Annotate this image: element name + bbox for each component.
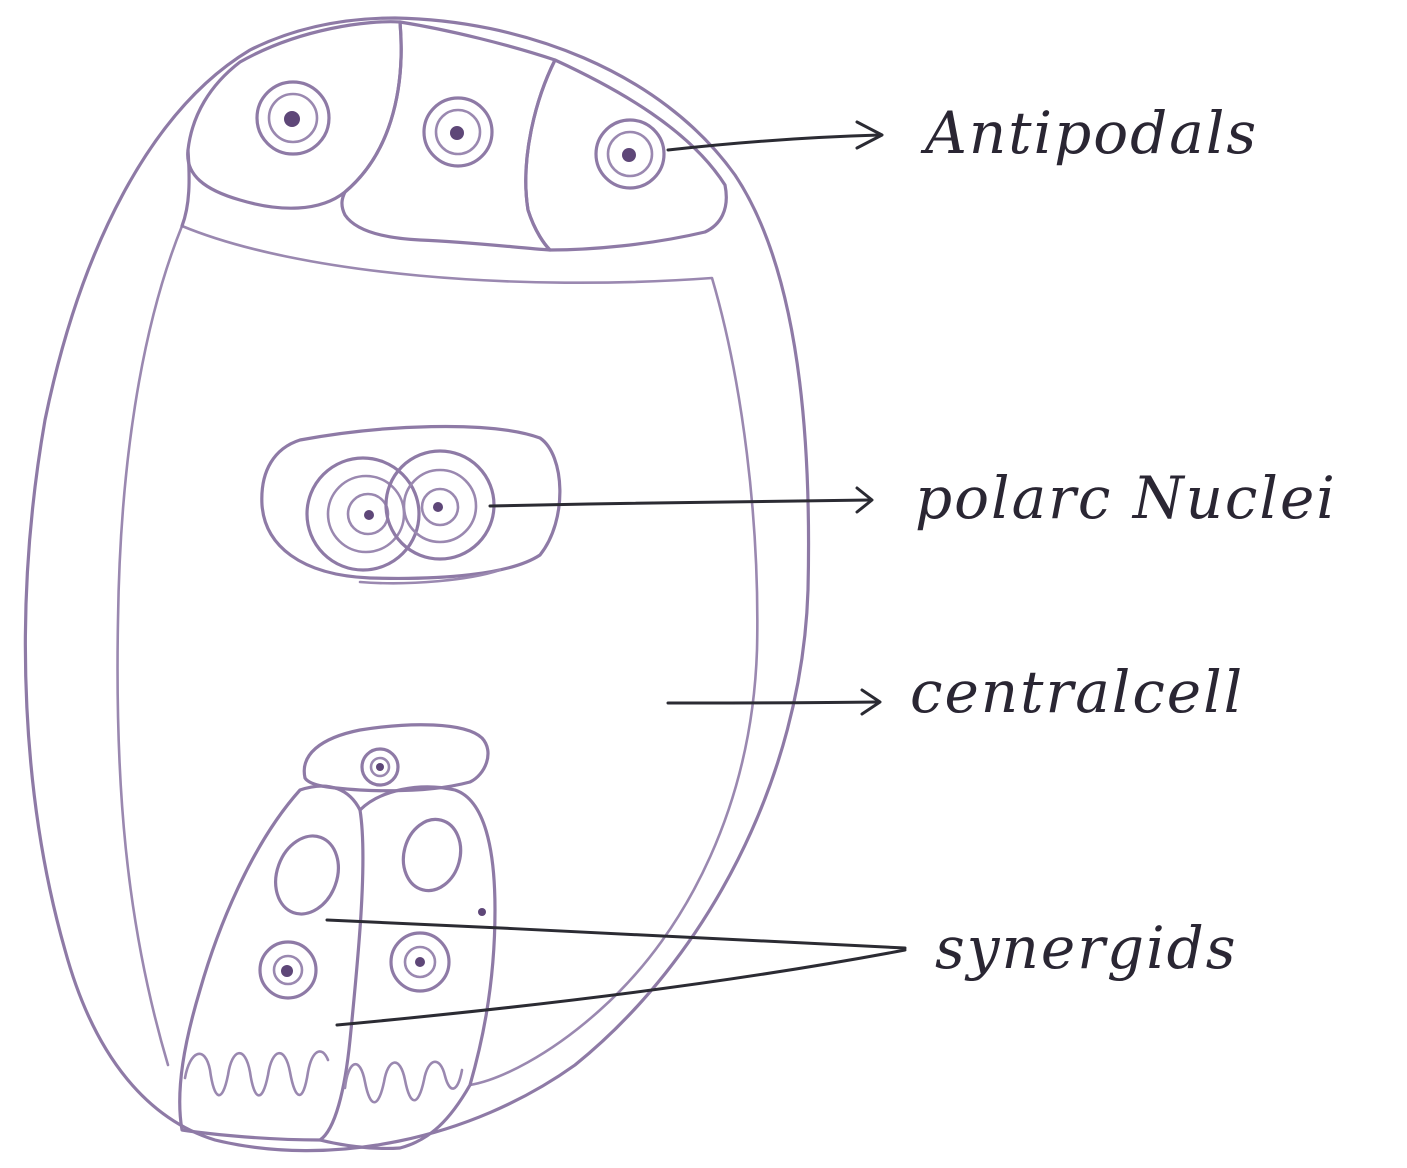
polar-nucleus-left bbox=[307, 458, 419, 570]
polar-nucleolus-left bbox=[364, 510, 374, 520]
pointer-polar-nuclei bbox=[490, 500, 870, 506]
synergid-right-vacuole bbox=[396, 813, 469, 897]
label-polar-nuclei: polarc Nuclei bbox=[915, 464, 1337, 532]
antipodal-cell-middle bbox=[342, 22, 555, 250]
synergid-left bbox=[180, 786, 363, 1140]
filiform-apparatus-left bbox=[185, 1051, 328, 1095]
label-central-cell: centralcell bbox=[910, 658, 1244, 726]
egg-nucleolus bbox=[376, 763, 384, 771]
central-cell-inner-wall-left bbox=[118, 226, 182, 1065]
synergid-right-nucleolus bbox=[415, 957, 425, 967]
synergid-dot bbox=[478, 908, 486, 916]
polar-nuclei-envelope bbox=[262, 426, 560, 578]
antipodal-nucleolus-3 bbox=[622, 148, 636, 162]
filiform-apparatus-right bbox=[345, 1062, 462, 1102]
label-synergids: synergids bbox=[935, 914, 1238, 982]
antipodal-nucleolus-1 bbox=[284, 111, 300, 127]
egg-apparatus bbox=[180, 725, 495, 1149]
antipodal-base-wall bbox=[182, 150, 189, 226]
pointer-antipodals bbox=[668, 135, 880, 150]
embryo-sac-outer-wall bbox=[25, 18, 808, 1151]
pointer-central-cell bbox=[668, 702, 878, 703]
antipodal-cells bbox=[182, 22, 726, 250]
synergid-left-nucleolus bbox=[281, 965, 293, 977]
antipodal-nucleolus-2 bbox=[450, 126, 464, 140]
central-cell-inner-wall bbox=[182, 226, 757, 1085]
pointers bbox=[327, 122, 905, 1025]
synergid-left-vacuole bbox=[265, 827, 349, 923]
polar-nucleolus-right bbox=[433, 502, 443, 512]
label-antipodals: Antipodals bbox=[920, 99, 1258, 167]
